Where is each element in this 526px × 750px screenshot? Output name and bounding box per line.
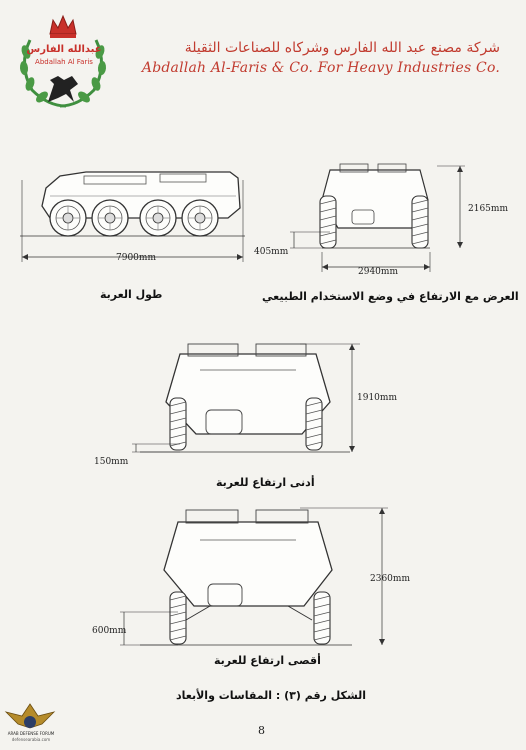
side-view-caption: طول العربة <box>100 288 163 301</box>
front-view-high-drawing <box>120 507 388 646</box>
company-logo <box>19 14 107 108</box>
low-ground-label: 150mm <box>94 457 129 467</box>
figure-title: الشكل رقم (٣) : المقاسات والأبعاد <box>176 689 367 702</box>
forum-watermark-badge <box>4 703 56 729</box>
company-name-arabic: شركة مصنع عبد الله الفارس وشركاه للصناعا… <box>184 40 500 56</box>
normal-width-label: 2940mm <box>358 267 398 277</box>
normal-height-label: 2165mm <box>468 204 508 214</box>
high-ground-label: 600mm <box>92 626 127 636</box>
page-number: 8 <box>258 724 265 737</box>
logo-english-text: Abdallah Al Faris <box>35 58 93 66</box>
low-height-label: 1910mm <box>357 393 397 403</box>
high-height-label: 2360mm <box>370 574 410 584</box>
watermark-text-url: defensearabia.com <box>11 737 51 742</box>
front-normal-caption: العرض مع الارتفاع في وضع الاستخدام الطبي… <box>262 290 519 303</box>
front-view-low-drawing <box>132 343 360 453</box>
front-view-normal-drawing <box>290 163 465 272</box>
front-high-caption: أقصى ارتفاع للعربة <box>214 654 321 667</box>
front-low-caption: أدنى ارتفاع للعربة <box>216 476 315 489</box>
side-length-label: 7900mm <box>116 253 156 263</box>
company-name-english: Abdallah Al-Faris & Co. For Heavy Indust… <box>141 60 500 76</box>
normal-ground-label: 405mm <box>254 247 289 257</box>
side-view-drawing <box>20 171 245 262</box>
logo-arabic-text: عبدالله الفارس <box>26 44 102 55</box>
watermark-text-main: ARAB DEFENSE FORUM <box>7 731 55 736</box>
